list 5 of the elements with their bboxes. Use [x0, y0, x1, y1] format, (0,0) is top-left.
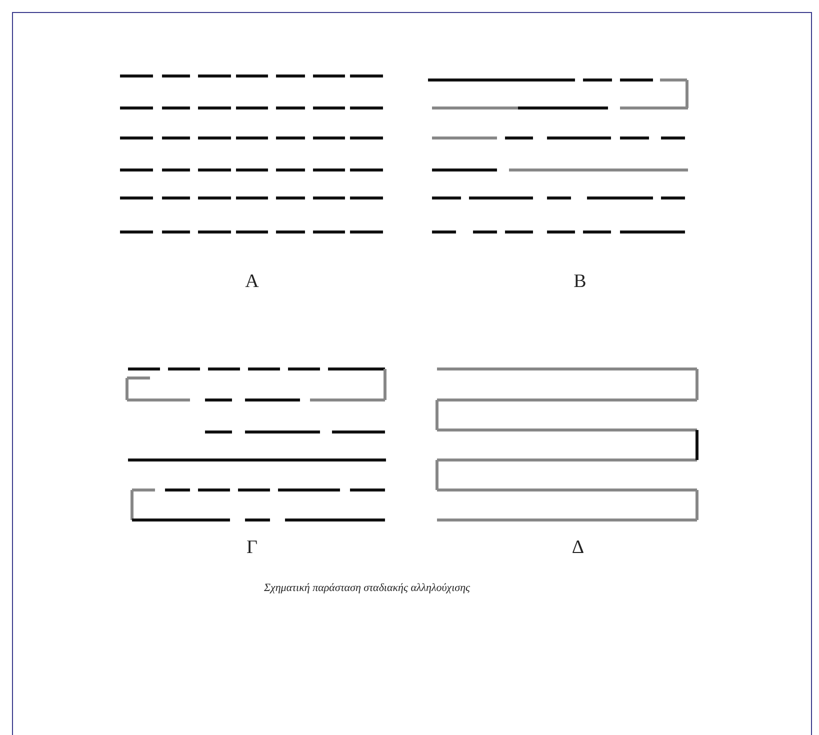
panel-letter: Δ [572, 538, 584, 557]
panel-letter: Β [574, 272, 586, 291]
panel-letter: Α [245, 272, 259, 291]
caption: Σχηματική παράσταση σταδιακής αλληλούχισης [264, 582, 470, 594]
panel-letter: Γ [246, 538, 258, 557]
